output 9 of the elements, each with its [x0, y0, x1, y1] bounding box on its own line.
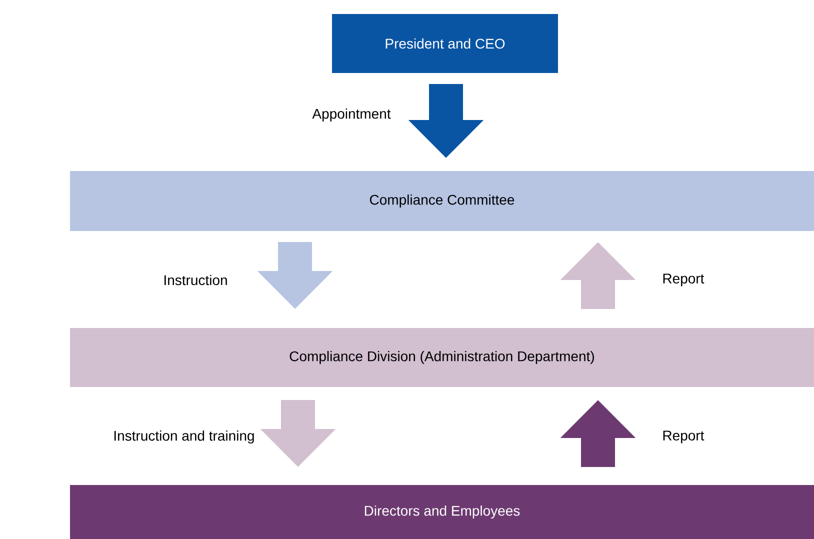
edge-label: Instruction and training [114, 430, 254, 444]
edge-label: Report [663, 430, 704, 444]
title-box: President and CEO [332, 14, 558, 73]
edge-label: Appointment [312, 108, 391, 122]
edge-label: Instruction [164, 274, 227, 286]
edge-label: Report [663, 274, 704, 286]
level-band: Compliance Committee [70, 171, 814, 231]
level-band: Directors and Employees [70, 485, 814, 539]
level-band: Compliance Division (Administration Department) [70, 328, 814, 387]
